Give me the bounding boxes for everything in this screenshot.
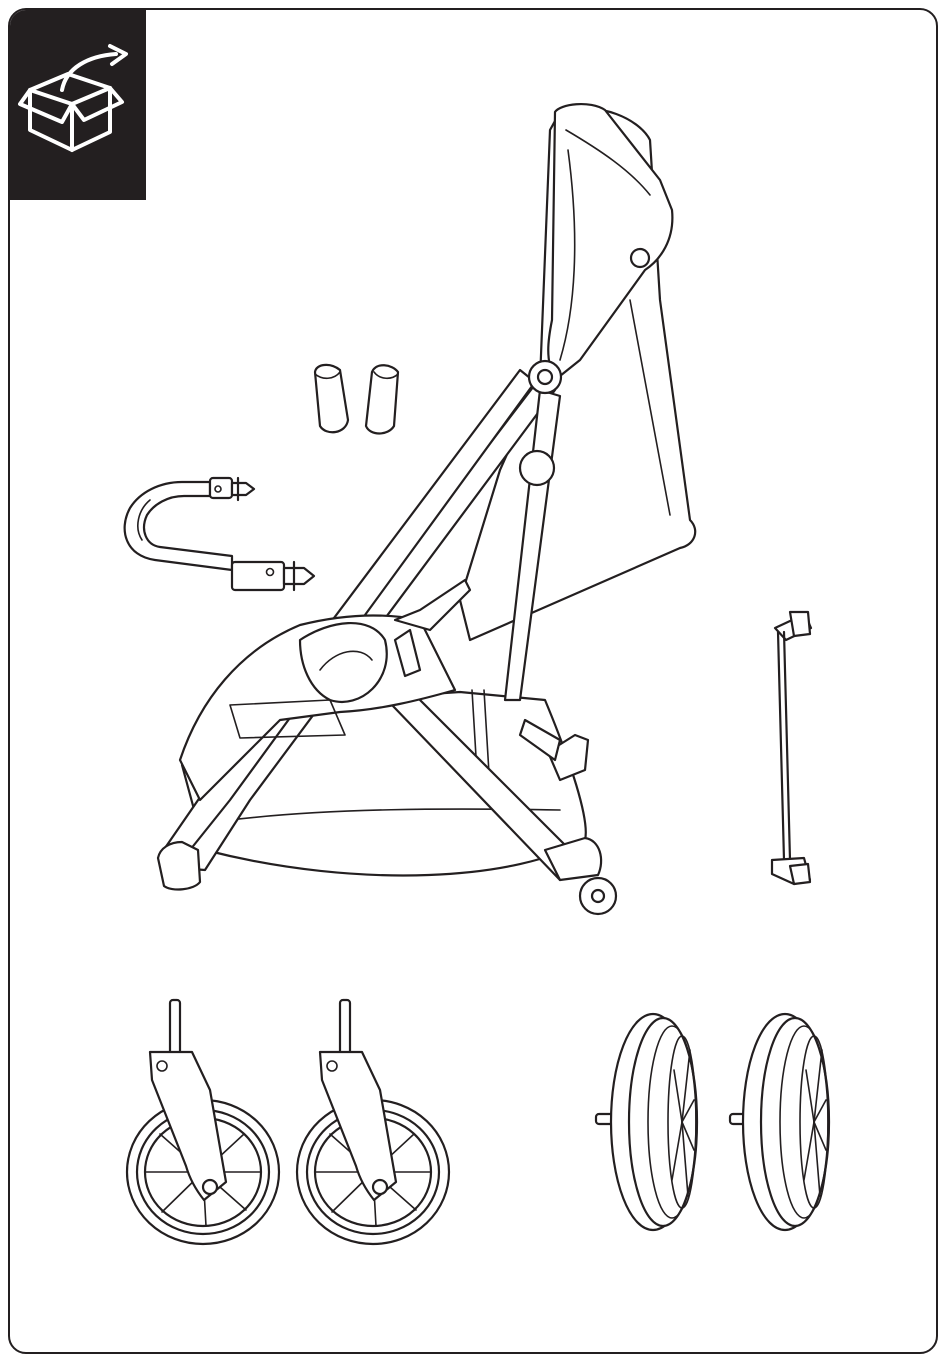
front-swivel-wheel-1 [127, 1000, 279, 1244]
front-swivel-wheel-2 [297, 1000, 449, 1244]
crossbar [772, 612, 811, 884]
bumper-bar [125, 478, 314, 590]
adapter-pair [315, 365, 398, 434]
rear-wheel-2 [730, 1014, 829, 1230]
stroller-frame [158, 104, 695, 914]
rear-wheel-1 [596, 1014, 697, 1230]
